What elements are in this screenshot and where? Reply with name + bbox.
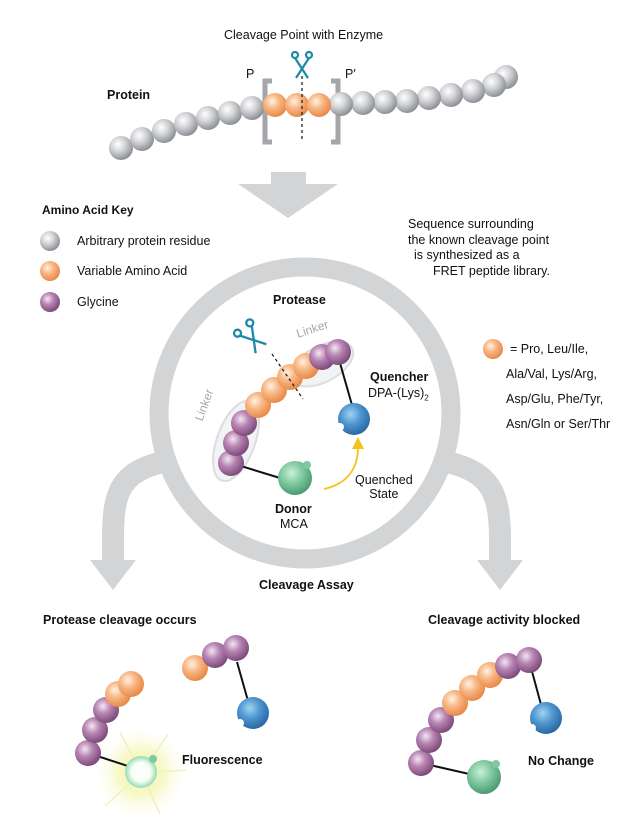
glycine-residue — [325, 339, 351, 365]
quenched-state-line: Quenched — [355, 473, 413, 487]
quenched-state-label: Quenched State — [355, 473, 413, 501]
donor-formula: MCA — [280, 517, 308, 531]
variable-residue — [182, 655, 208, 681]
gray-residue — [329, 92, 353, 116]
variable-residue — [118, 671, 144, 697]
gray-residue — [240, 96, 264, 120]
key-label-arbitrary: Arbitrary protein residue — [77, 234, 211, 248]
left-arrowhead — [90, 560, 136, 590]
key-heading: Amino Acid Key — [42, 203, 134, 217]
no-change-label: No Change — [528, 754, 594, 768]
glycine-residue — [218, 450, 244, 476]
quencher-ball — [336, 403, 370, 435]
sequence-note-line: FRET peptide library. — [433, 263, 550, 278]
variable-residue — [442, 690, 468, 716]
gray-residue — [395, 89, 419, 113]
gray-residue — [351, 91, 375, 115]
key-ball-variable — [40, 261, 60, 281]
left-branch-arrow — [102, 449, 175, 560]
protein-label: Protein — [107, 88, 151, 102]
sequence-note-line: the known cleavage point — [408, 232, 550, 247]
key-ball-glycine — [40, 292, 60, 312]
quenched-arrowhead — [352, 437, 364, 449]
gray-residue — [461, 79, 485, 103]
gray-residue — [482, 73, 506, 97]
fret-peptide-chain — [218, 339, 351, 476]
quenched-state-line: State — [369, 487, 399, 501]
variable-key-line: Asp/Glu, Phe/Tyr, — [506, 392, 604, 406]
glycine-residue — [82, 717, 108, 743]
quenched-state-arrow — [323, 446, 359, 490]
glycine-residue — [495, 653, 521, 679]
blocked-donor-ball — [467, 760, 501, 794]
glycine-residue — [202, 642, 228, 668]
intact-peptide-chain — [408, 647, 542, 776]
fluorescence-label: Fluorescence — [182, 753, 263, 767]
gray-residue — [439, 83, 463, 107]
quencher-subscript: 2 — [424, 393, 429, 403]
sequence-note-line: is synthesized as a — [414, 248, 520, 262]
gray-residue — [109, 136, 133, 160]
gray-residue — [417, 86, 441, 110]
cleavage-assay-ring — [149, 257, 461, 569]
quencher-label: Quencher — [370, 370, 429, 384]
right-arrowhead — [477, 560, 523, 590]
glycine-residue — [516, 647, 542, 673]
blocked-title: Cleavage activity blocked — [428, 613, 581, 627]
diagram-title: Cleavage Point with Enzyme — [224, 28, 384, 42]
glycine-residue — [416, 727, 442, 753]
variable-residue — [307, 93, 331, 117]
glycine-residue — [223, 430, 249, 456]
variable-residue — [263, 93, 287, 117]
cleaved-title: Protease cleavage occurs — [43, 613, 197, 627]
key-ball-arbitrary — [40, 231, 60, 251]
scissors-icon — [290, 50, 314, 79]
variable-residue — [285, 93, 309, 117]
gray-residue — [174, 112, 198, 136]
cleaved-quencher-ball — [236, 697, 269, 729]
fret-scissors-icon — [232, 318, 267, 354]
sequence-note: Sequence surrounding the known cleavage … — [408, 217, 550, 279]
donor-ball — [278, 461, 312, 495]
cleaved-fragments — [75, 635, 249, 766]
glycine-residue — [75, 740, 101, 766]
gray-residue — [152, 119, 176, 143]
glycine-residue — [231, 410, 257, 436]
blocked-quencher-ball — [528, 702, 562, 734]
quencher-formula: DPA-(Lys)2 — [368, 386, 429, 403]
sequence-note-line: Sequence surrounding — [408, 217, 534, 231]
variable-key-line: Asn/Gln or Ser/Thr — [506, 417, 611, 431]
gray-residue — [196, 106, 220, 130]
right-branch-arrow — [435, 449, 511, 560]
fluorescent-donor-ball — [125, 755, 157, 788]
variable-key-line: Ala/Val, Lys/Arg, — [506, 367, 598, 381]
quencher-formula-text: DPA-(Lys) — [368, 386, 425, 400]
glycine-residue — [408, 750, 434, 776]
key-label-glycine: Glycine — [77, 295, 119, 309]
variable-key-ball — [483, 339, 503, 359]
key-label-variable: Variable Amino Acid — [77, 264, 188, 278]
down-arrow-top — [238, 172, 338, 218]
protease-label: Protease — [273, 293, 326, 307]
gray-residue — [130, 127, 154, 151]
gray-residue — [218, 101, 242, 125]
variable-residue — [459, 675, 485, 701]
variable-key-line: = Pro, Leu/Ile, — [510, 342, 589, 356]
p-label: P — [246, 67, 255, 81]
gray-residue — [373, 90, 397, 114]
protein-chain — [109, 65, 518, 160]
p-prime-label: P′ — [345, 67, 356, 81]
glycine-residue — [223, 635, 249, 661]
donor-label: Donor — [275, 502, 312, 516]
cleavage-assay-label: Cleavage Assay — [259, 578, 354, 592]
